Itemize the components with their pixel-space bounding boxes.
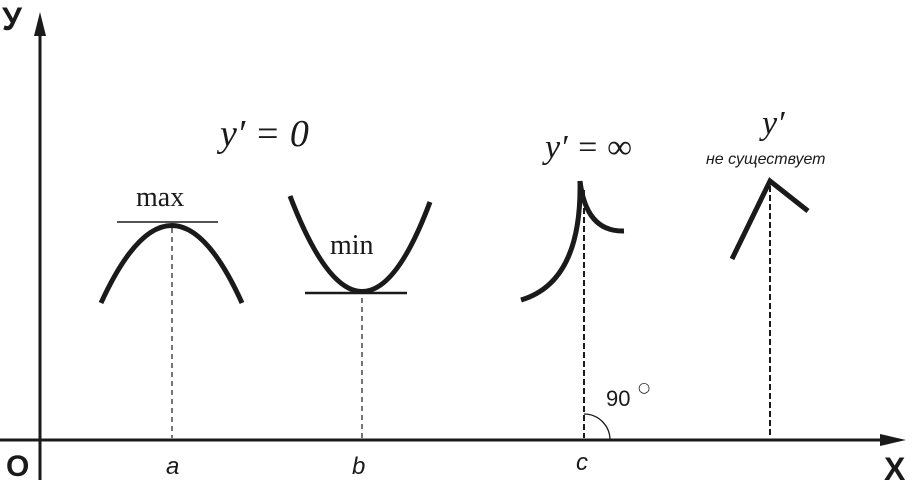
min-label: min <box>330 230 374 261</box>
derivative-prime-label: y′ <box>759 105 785 142</box>
corner-curve <box>729 177 810 261</box>
x-axis-label: Х <box>884 451 906 484</box>
cusp-curve-left <box>520 180 583 303</box>
degree-symbol: ○ <box>638 380 650 396</box>
right-angle-arc <box>583 413 611 441</box>
point-label-a: a <box>166 453 179 480</box>
y-axis-arrowhead <box>34 12 46 36</box>
max-label: max <box>136 182 184 213</box>
point-label-c: c <box>576 449 588 476</box>
origin-label: O <box>6 450 29 483</box>
derivative-zero-label: y′ = 0 <box>216 113 309 155</box>
x-axis-arrowhead <box>880 434 906 446</box>
cusp-curve-right <box>577 180 625 234</box>
y-axis-label: У <box>2 1 23 37</box>
min-curve <box>287 195 433 294</box>
not-exists-label: не существует <box>706 151 826 168</box>
derivative-infinity-label: y′ = ∞ <box>542 129 632 166</box>
angle-label: 90 <box>606 386 630 411</box>
point-label-b: b <box>352 453 365 480</box>
max-curve <box>98 223 245 305</box>
